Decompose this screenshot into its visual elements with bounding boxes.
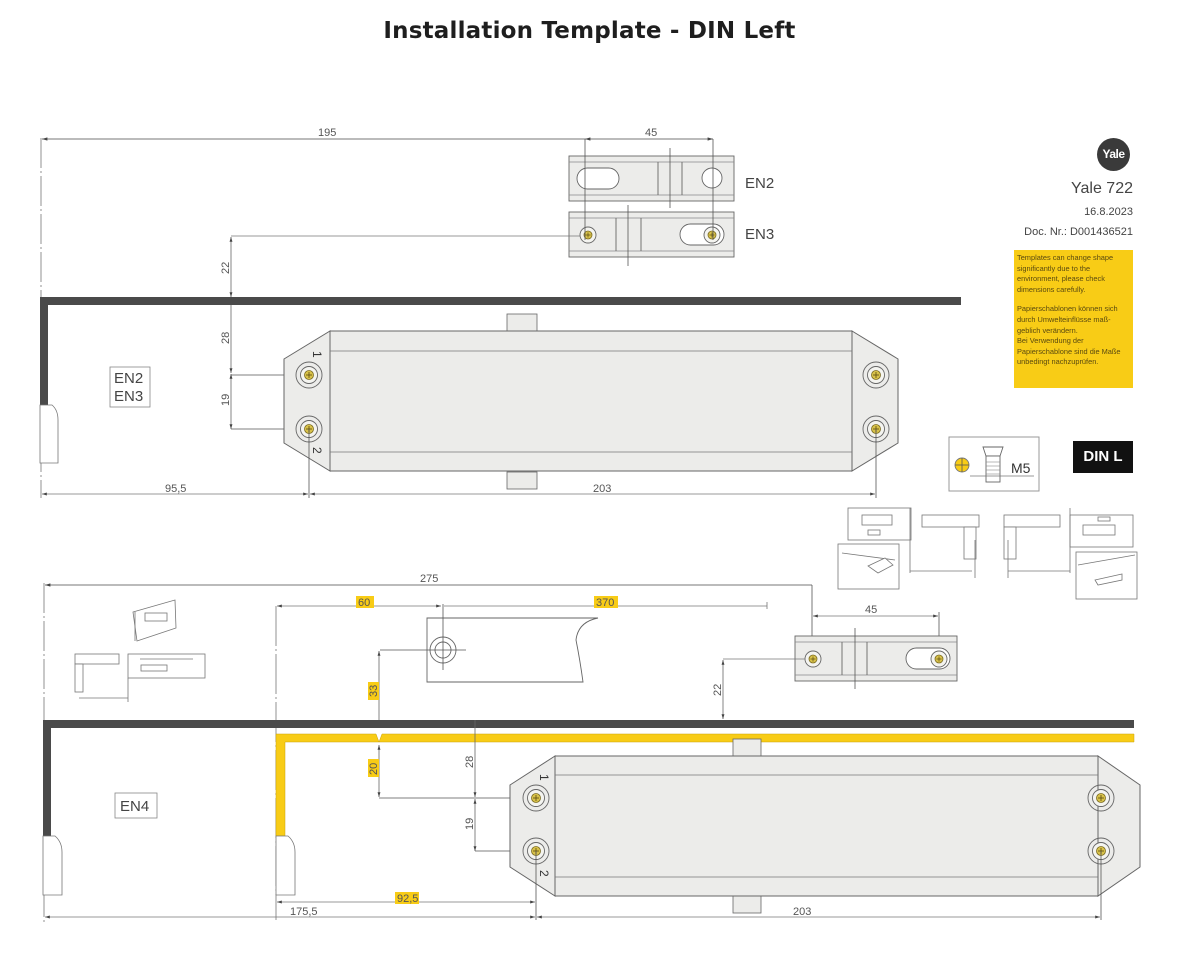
arm-shoe-bottom xyxy=(794,628,958,689)
dim-label-28-bottom: 28 xyxy=(464,756,476,768)
slot-hole xyxy=(576,167,620,190)
dim-label-60: 60 xyxy=(358,597,370,609)
dim-label-22-top: 22 xyxy=(220,262,232,274)
document-date: 16.8.2023 xyxy=(1084,206,1133,218)
dim-label-45: 45 xyxy=(645,127,657,139)
dim-label-370: 370 xyxy=(596,597,614,609)
svg-text:EN4: EN4 xyxy=(120,798,149,815)
mounting-plate xyxy=(426,617,599,683)
hole-number-2: 2 xyxy=(310,447,324,454)
highlight-60 xyxy=(356,596,374,608)
warning-note-german-2: Bei Verwendung der Papierschablone sind … xyxy=(1017,336,1121,367)
yale-logo: Yale xyxy=(1097,138,1130,171)
dim-label-33: 33 xyxy=(368,685,380,697)
door-closer-body-bottom: 1 2 xyxy=(509,738,1141,914)
din-left-badge: DIN L xyxy=(1073,441,1133,473)
dim-label-19-bottom: 19 xyxy=(464,818,476,830)
highlight-33 xyxy=(368,682,379,700)
screw-spec-icon: M5 xyxy=(948,436,1040,492)
hole-number-2-bottom: 2 xyxy=(537,870,551,877)
hole-number-1-bottom: 1 xyxy=(537,774,551,781)
mount-label-en4: EN4 xyxy=(114,792,158,819)
top-section: 195 45 EN2 EN3 xyxy=(39,127,961,498)
warning-note-german-1: Papierschablonen können sich durch Umwel… xyxy=(1017,304,1118,335)
mounting-pictograms xyxy=(837,507,1138,600)
page-title: Installation Template - DIN Left xyxy=(383,18,796,44)
dim-label-203-top: 203 xyxy=(593,483,611,495)
door-closer-body-top: 1 2 xyxy=(283,313,899,490)
screw-size-label: M5 xyxy=(1011,460,1031,476)
svg-text:EN3: EN3 xyxy=(114,388,143,405)
dim-label-275: 275 xyxy=(420,573,438,585)
model-name: Yale 722 xyxy=(1071,180,1133,197)
dim-label-28-top: 28 xyxy=(220,332,232,344)
arm-shoe-label-en3: EN3 xyxy=(745,226,774,243)
svg-text:EN2: EN2 xyxy=(114,370,143,387)
door-frame-side-bottom xyxy=(43,720,51,836)
arm-shoe-en3 xyxy=(568,205,735,266)
glass-door-pictogram xyxy=(74,599,206,702)
hole-number-1: 1 xyxy=(310,351,324,358)
dim-label-20: 20 xyxy=(368,763,380,775)
arm-shoe-label-en2: EN2 xyxy=(745,175,774,192)
door-frame-top-bottom xyxy=(43,720,1134,728)
document-number: Doc. Nr.: D001436521 xyxy=(1024,226,1133,238)
dim-label-19-top: 19 xyxy=(220,394,232,406)
door-leaf-edge xyxy=(39,404,59,464)
dim-label-175-5: 175,5 xyxy=(290,906,318,918)
highlight-92-5 xyxy=(395,892,419,904)
dim-label-45-bottom: 45 xyxy=(865,604,877,616)
highlight-20 xyxy=(368,759,379,777)
dim-label-95-5: 95,5 xyxy=(165,483,186,495)
dim-label-22-bottom: 22 xyxy=(712,684,724,696)
round-hole xyxy=(701,167,723,189)
dim-label-195: 195 xyxy=(318,127,336,139)
dim-label-203-bottom: 203 xyxy=(793,906,811,918)
bottom-section: 275 60 370 33 xyxy=(42,573,1141,922)
pinion-top xyxy=(506,313,538,334)
door-frame-side xyxy=(40,297,48,405)
warning-note-english: Templates can change shape significantly… xyxy=(1017,253,1114,294)
pinion-bottom xyxy=(506,471,538,490)
mount-label-en2-en3: EN2 EN3 xyxy=(109,366,151,408)
highlight-370 xyxy=(594,596,618,608)
dim-label-92-5: 92,5 xyxy=(397,893,418,905)
warning-note: Templates can change shape significantly… xyxy=(1014,250,1133,388)
arm-shoe-en2 xyxy=(568,148,735,208)
door-frame-top xyxy=(40,297,961,305)
